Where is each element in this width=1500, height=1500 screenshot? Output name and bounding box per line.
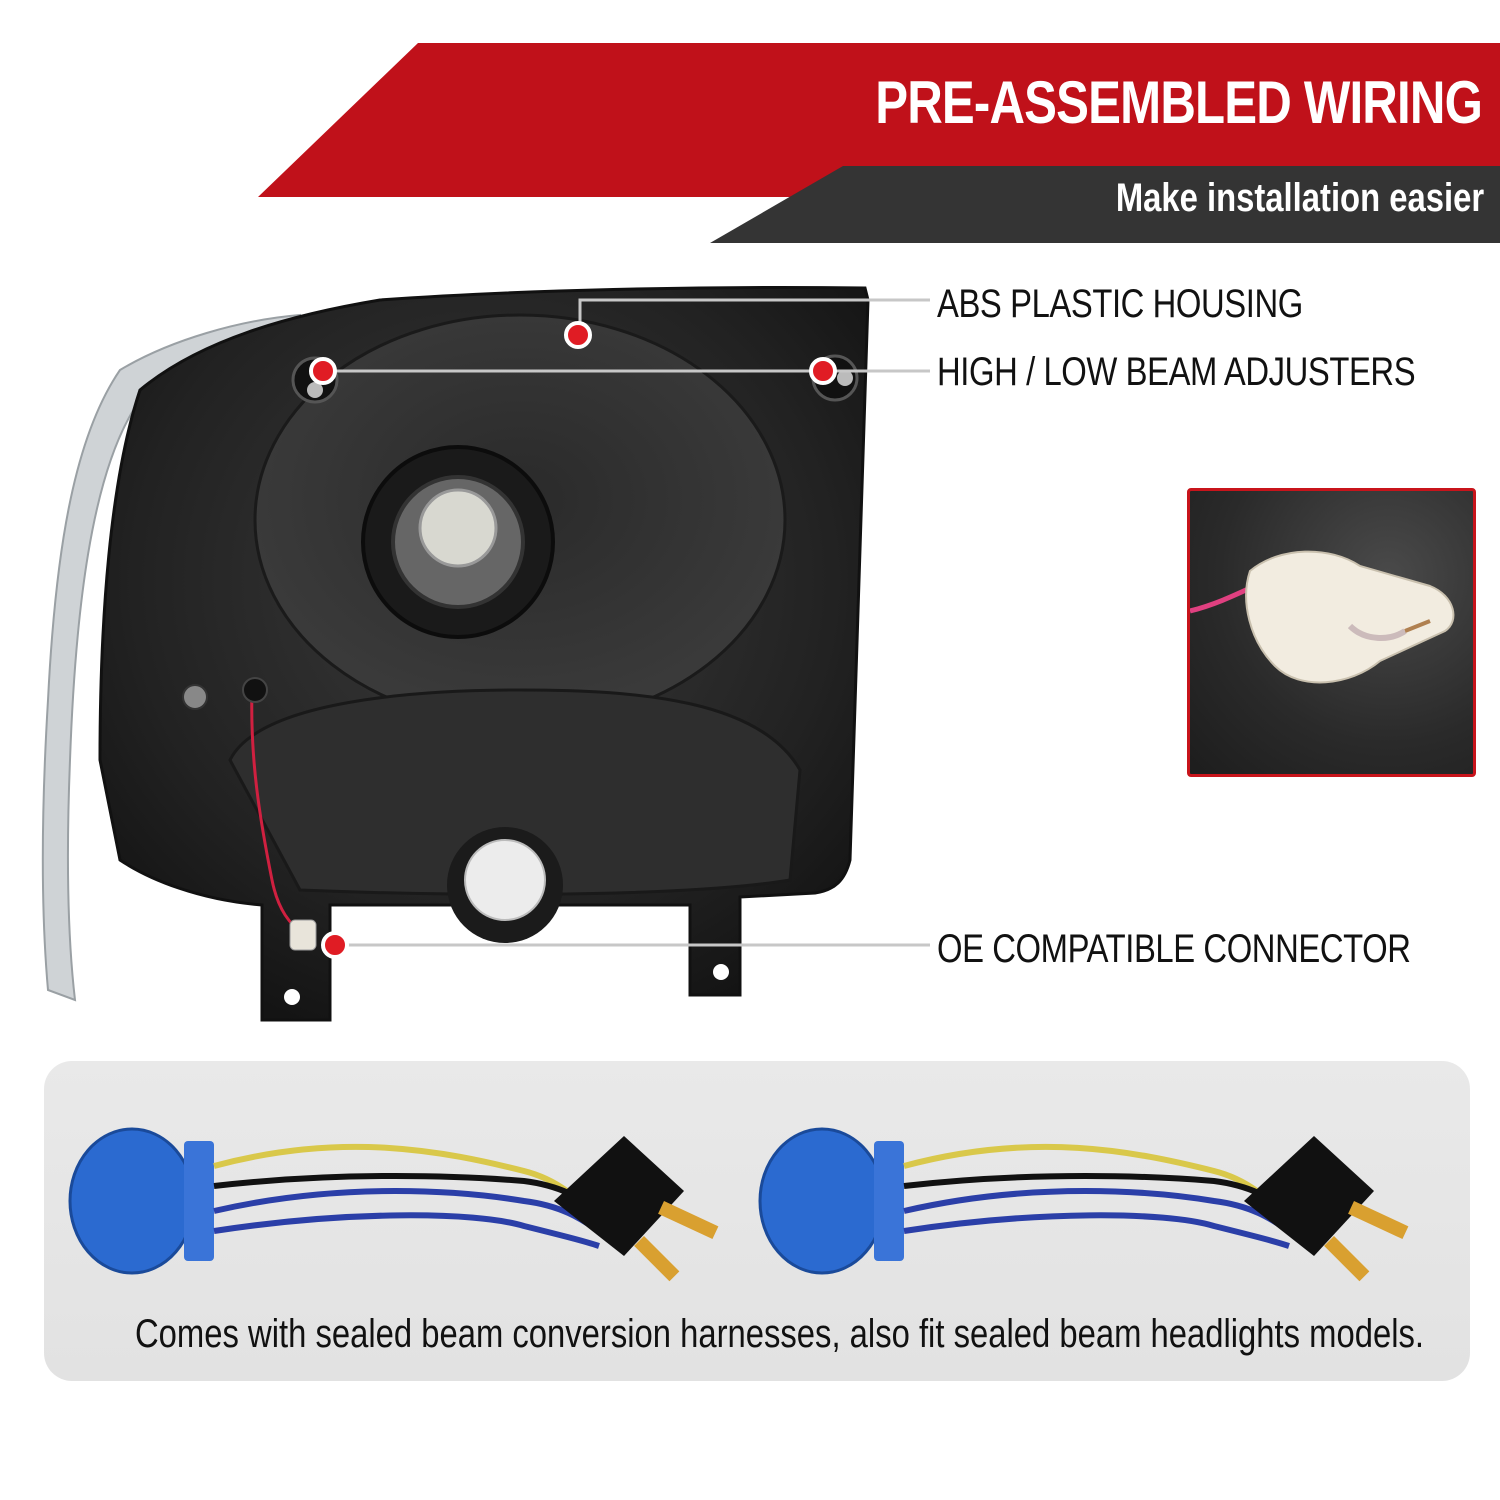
turn-signal-socket bbox=[464, 839, 546, 921]
conversion-harness-image bbox=[68, 1127, 1409, 1282]
screw bbox=[182, 684, 208, 710]
callout-beam-adjusters: HIGH / LOW BEAM ADJUSTERS bbox=[937, 350, 1416, 394]
callout-oe-connector: OE COMPATIBLE CONNECTOR bbox=[937, 927, 1411, 971]
connector-closeup-image bbox=[1190, 550, 1455, 684]
pigtail-wire bbox=[250, 689, 306, 937]
marker-dot bbox=[309, 321, 837, 959]
banner-title: PRE-ASSEMBLED WIRING bbox=[875, 69, 1483, 136]
callout-abs-housing: ABS PLASTIC HOUSING bbox=[937, 282, 1303, 326]
leader-line-housing bbox=[578, 298, 930, 330]
harness-left bbox=[68, 1127, 719, 1282]
banner-subtitle: Make installation easier bbox=[1115, 176, 1484, 220]
harness-caption: Comes with sealed beam conversion harnes… bbox=[135, 1312, 1425, 1356]
harness-right bbox=[758, 1127, 1409, 1282]
headlight-housing-image bbox=[41, 286, 930, 1022]
connector bbox=[289, 919, 317, 951]
connector-closeup-inset bbox=[1187, 488, 1476, 777]
